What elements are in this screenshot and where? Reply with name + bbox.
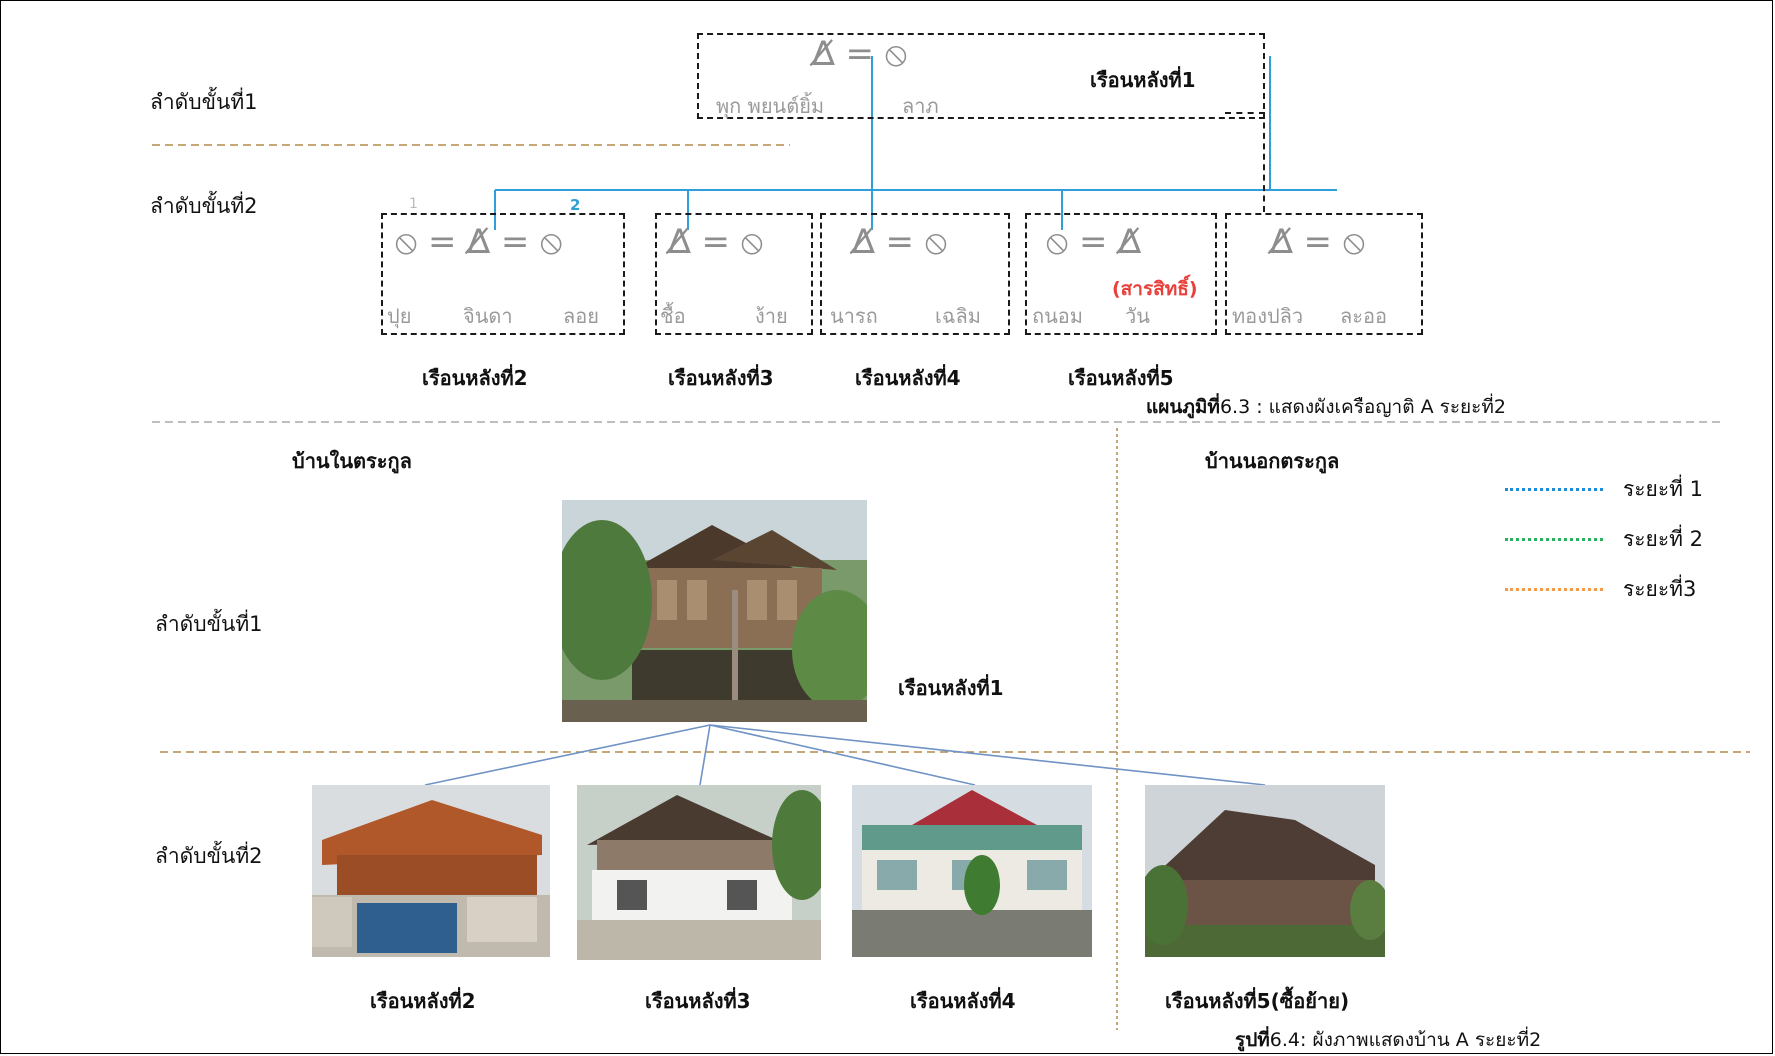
house-photo-5 — [1145, 785, 1385, 957]
kinship-symbols: ∆̸ = ⦸ — [1270, 222, 1366, 262]
person-name: ชื้อ — [660, 304, 686, 328]
house-photo-3 — [577, 785, 821, 960]
inside-family-title: บ้านในตระกูล — [292, 449, 412, 473]
person-name: เฉลิม — [935, 304, 981, 328]
house-label: เรือนหลังที่4 — [855, 366, 961, 390]
caption-bold: รูปที่ — [1235, 1029, 1270, 1051]
caption-bold: แผนภูมิที่ — [1146, 396, 1220, 418]
photo-line-2 — [699, 724, 711, 786]
legend-label: ระยะที่ 1 — [1623, 476, 1704, 501]
caption-text: 6.3 : แสดงผังเครือญาติ A ระยะที่2 — [1219, 396, 1506, 418]
legend-swatch — [1505, 587, 1603, 591]
person-name: จินดา — [463, 304, 513, 328]
house-label: เรือนหลังที่3 — [668, 366, 774, 390]
person-name: ง้าย — [755, 304, 788, 328]
family-box-6 — [1225, 213, 1423, 335]
family-box-5 — [1025, 213, 1217, 335]
heir-label: (สารสิทธิ์) — [1112, 278, 1198, 300]
person-name: วัน — [1125, 304, 1150, 328]
houses-level2-label: ลำดับขั้นที่2 — [155, 844, 263, 868]
house-label: เรือนหลังที่2 — [370, 989, 476, 1013]
photo-line-4 — [709, 724, 1266, 786]
person-name: นารถ — [830, 304, 878, 328]
house-label: เรือนหลังที่1 — [898, 676, 1004, 700]
outside-family-title: บ้านนอกตระกูล — [1205, 449, 1340, 473]
legend-item-phase2: ระยะที่ 2 — [1505, 520, 1703, 558]
house-label: เรือนหลังที่3 — [645, 989, 751, 1013]
legend-swatch — [1505, 487, 1603, 491]
marker-number: 2 — [570, 196, 581, 214]
house-label: เรือนหลังที่5 — [1068, 366, 1174, 390]
house-photo-4 — [852, 785, 1092, 957]
houses-level1-label: ลำดับขั้นที่1 — [155, 612, 263, 636]
legend-item-phase1: ระยะที่ 1 — [1505, 470, 1703, 508]
family-box-3 — [655, 213, 813, 335]
legend-label: ระยะที่ 2 — [1623, 526, 1704, 551]
family-box-4 — [820, 213, 1010, 335]
house-photo-2 — [312, 785, 550, 957]
legend-label: ระยะที่3 — [1623, 576, 1697, 601]
legend-swatch — [1505, 537, 1603, 541]
house-label: เรือนหลังที่5(ซื้อย้าย) — [1165, 989, 1350, 1013]
genealogy-level2-label: ลำดับขั้นที่2 — [150, 194, 258, 218]
kinship-symbols: ⦸ = ∆̸ — [1046, 222, 1142, 262]
house-label: เรือนหลังที่1 — [1090, 68, 1196, 92]
person-name: ละออ — [1340, 304, 1388, 328]
kinship-symbols: ∆̸ = ⦸ — [852, 222, 948, 262]
kinship-symbols: ⦸ = ∆̸ = ⦸ — [395, 222, 563, 262]
house-photo-main — [562, 500, 867, 722]
legend: ระยะที่ 1 ระยะที่ 2 ระยะที่3 — [1505, 470, 1703, 608]
house-label: เรือนหลังที่4 — [910, 989, 1016, 1013]
kinship-symbols-top: ∆̸ = ⦸ — [812, 34, 908, 74]
family-box-2 — [381, 213, 625, 335]
caption-text: 6.4: ผังภาพแสดงบ้าน A ระยะที่2 — [1269, 1029, 1542, 1051]
marker-number: 1 — [409, 196, 418, 212]
person-name: ปุย — [387, 304, 412, 328]
person-name: ลาภ — [902, 94, 939, 118]
genealogy-level1-label: ลำดับขั้นที่1 — [150, 90, 258, 114]
photo-line-1 — [424, 724, 711, 786]
family-box-top — [697, 33, 1265, 119]
person-name: ทองปลิว — [1232, 304, 1304, 328]
figure-caption-houses: รูปที่6.4: ผังภาพแสดงบ้าน A ระยะที่2 — [1235, 1025, 1541, 1055]
kinship-symbols: ∆̸ = ⦸ — [668, 222, 764, 262]
figure-caption-genealogy: แผนภูมิที่6.3 : แสดงผังเครือญาติ A ระยะท… — [1146, 392, 1506, 422]
person-name: ถนอม — [1032, 304, 1083, 328]
legend-item-phase3: ระยะที่3 — [1505, 570, 1703, 608]
photo-line-3 — [709, 724, 976, 786]
person-name: ลอย — [563, 304, 599, 328]
person-name: พุก พยนต์ยิ้ม — [716, 94, 825, 118]
family-box-top-extension — [1225, 112, 1265, 212]
house-label: เรือนหลังที่2 — [422, 366, 528, 390]
